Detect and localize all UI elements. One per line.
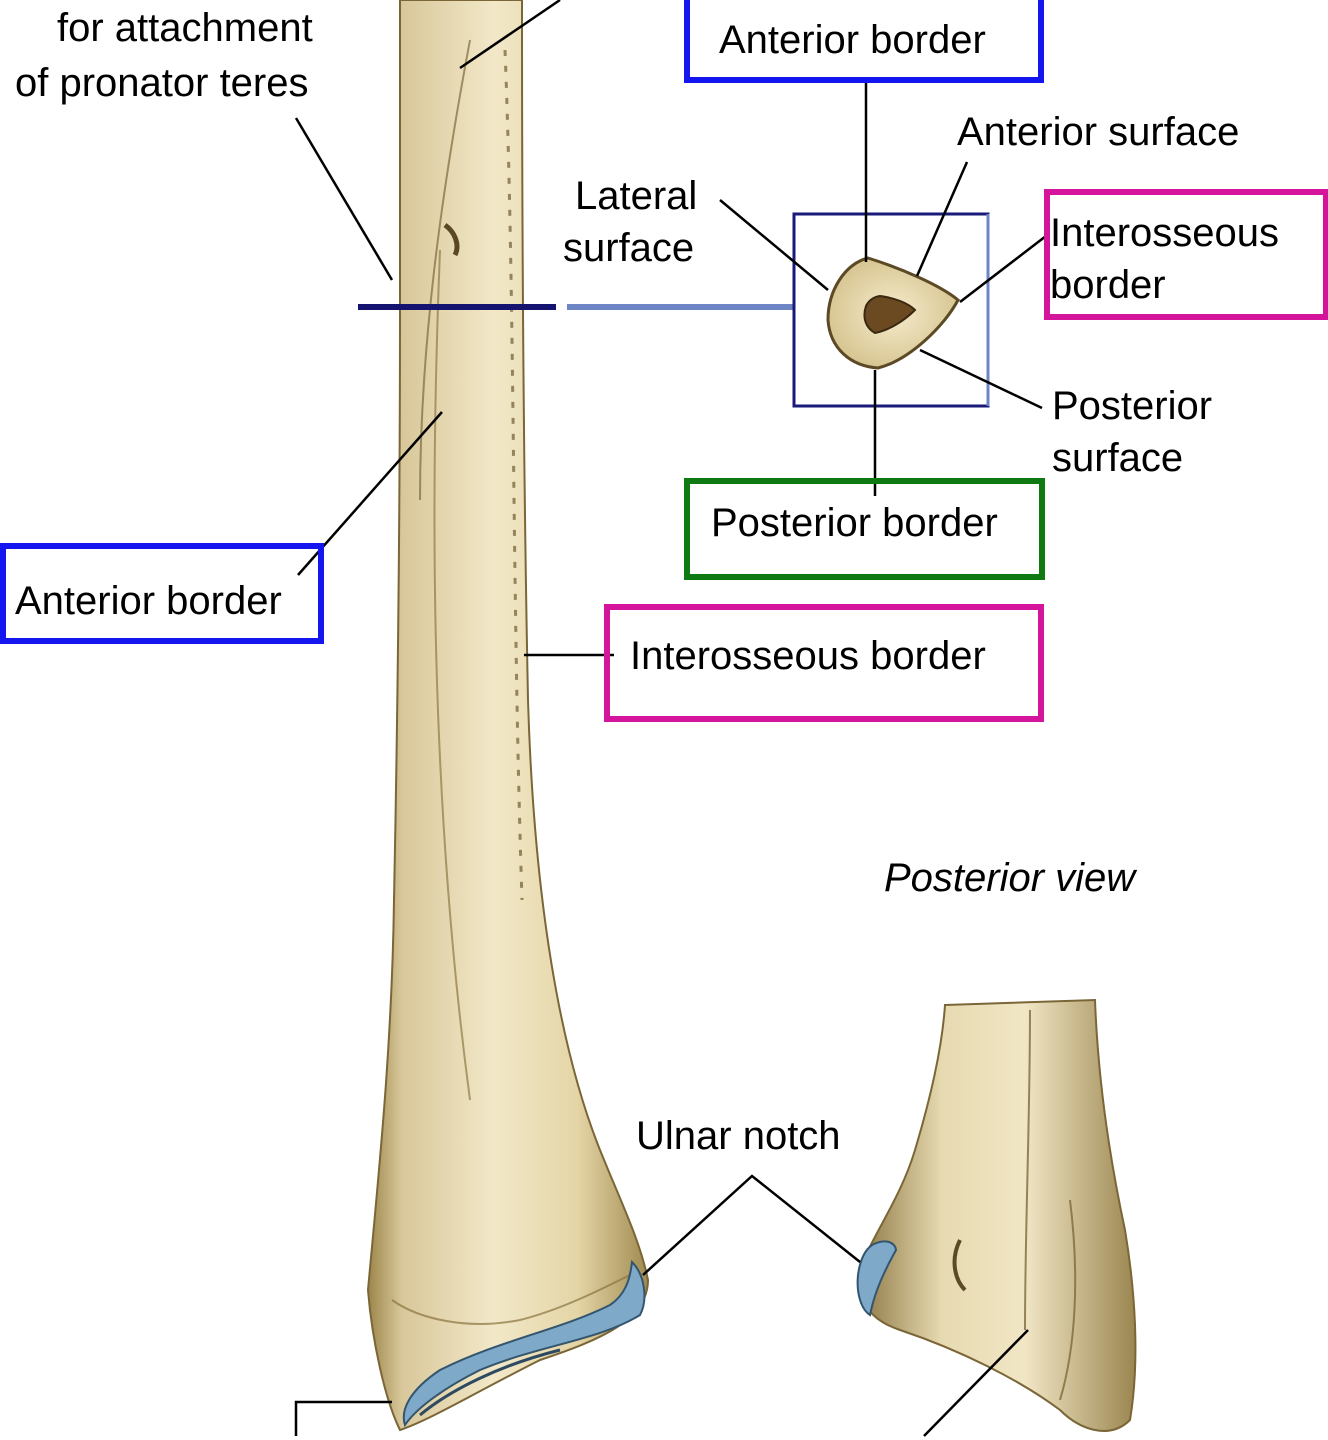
label-lateral: Lateral — [575, 170, 697, 222]
distal-radius-posterior — [859, 1000, 1135, 1431]
label-ulnar-notch: Ulnar notch — [636, 1110, 841, 1162]
label-anterior-border-left: Anterior border — [15, 575, 282, 627]
label-posterior-view: Posterior view — [884, 852, 1135, 904]
label-interosseous-border-top: border — [1050, 259, 1166, 311]
label-lateral-surface: surface — [563, 222, 694, 274]
label-posterior-border: Posterior border — [711, 497, 998, 549]
label-of-pronator-teres: of pronator teres — [15, 57, 309, 109]
label-interosseous-top: Interosseous — [1050, 207, 1279, 259]
label-for-attachment: for attachment — [57, 2, 313, 54]
cross-section-inset — [794, 214, 988, 406]
label-posterior: Posterior — [1052, 380, 1212, 432]
label-posterior-surface: surface — [1052, 432, 1183, 484]
label-anterior-surface: Anterior surface — [957, 106, 1239, 158]
label-anterior-border-top: Anterior border — [719, 14, 986, 66]
label-interosseous-border-mid: Interosseous border — [630, 630, 986, 682]
